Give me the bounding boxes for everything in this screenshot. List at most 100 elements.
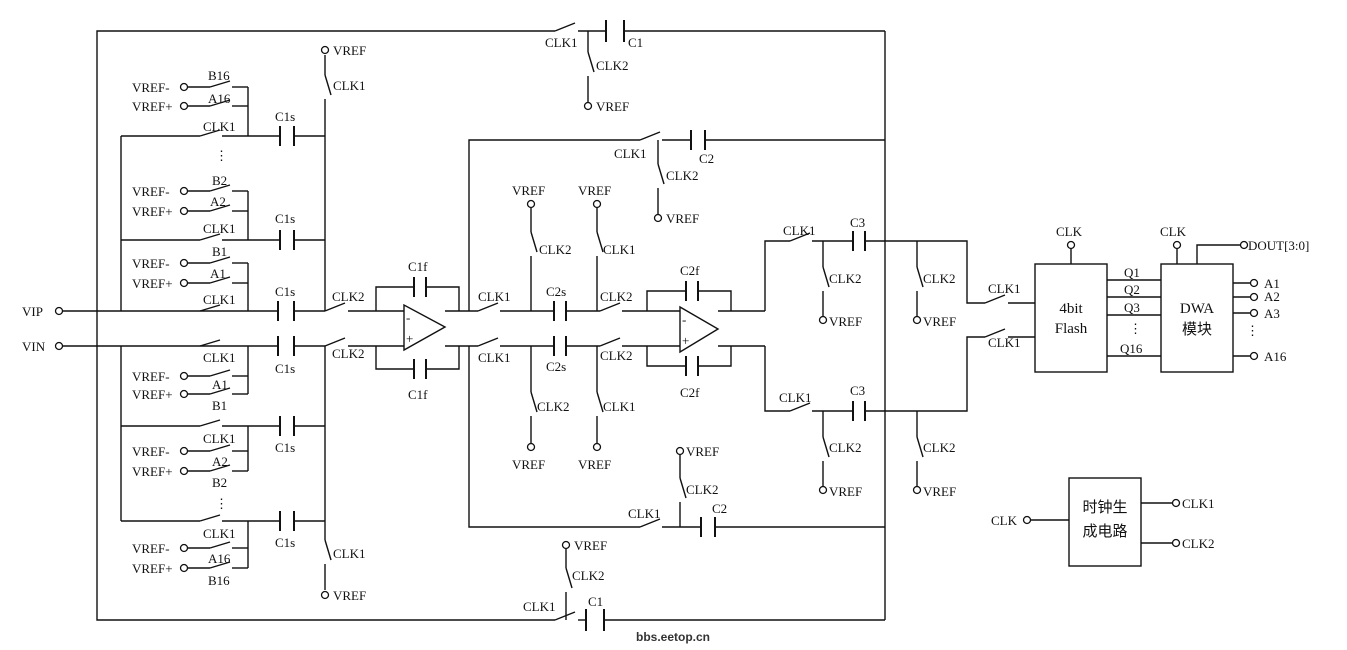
label-vref: VREF (333, 588, 366, 603)
watermark: bbs.eetop.cn (636, 630, 710, 644)
label-b2: B2 (212, 173, 227, 188)
label-a2: A2 (1264, 289, 1280, 304)
label-c1: C1 (588, 594, 603, 609)
label-clk1: CLK1 (203, 221, 236, 236)
label-q16: Q16 (1120, 341, 1143, 356)
label-vref-minus: VREF- (132, 256, 170, 271)
label-clk1: CLK1 (779, 390, 812, 405)
label-clk1: CLK1 (478, 289, 511, 304)
dac-array-top (120, 45, 332, 312)
label-vref: VREF (686, 444, 719, 459)
label-c3: C3 (850, 215, 865, 230)
label-q1: Q1 (1124, 265, 1140, 280)
label-clk1: CLK1 (333, 78, 366, 93)
label-clk1: CLK1 (203, 431, 236, 446)
label-vref-minus: VREF- (132, 444, 170, 459)
dwa-label-line1: DWA (1180, 301, 1214, 317)
label-clk2: CLK2 (596, 58, 629, 73)
label-clk2: CLK2 (923, 440, 956, 455)
label-vref-plus: VREF+ (132, 464, 173, 479)
vin-terminal (54, 341, 64, 351)
label-a16: A16 (208, 551, 231, 566)
vip-terminal (54, 306, 64, 316)
label-clk1: CLK1 (203, 292, 236, 307)
label-vref: VREF (333, 43, 366, 58)
label-c2: C2 (699, 151, 714, 166)
label-vref: VREF (574, 538, 607, 553)
label-c1s: C1s (275, 440, 295, 455)
label-clk1: CLK1 (478, 350, 511, 365)
label-vref: VREF (923, 484, 956, 499)
label-vref-minus: VREF- (132, 184, 170, 199)
label-vref: VREF (829, 484, 862, 499)
clockgen-label-line1: 时钟生 (1082, 499, 1127, 516)
label-vref-minus: VREF- (132, 369, 170, 384)
label-a16: A16 (208, 91, 231, 106)
dots: ⋮ (1129, 321, 1142, 336)
label-clk1: CLK1 (1182, 496, 1215, 511)
opamp-1 (372, 277, 478, 379)
label-clk2: CLK2 (332, 346, 365, 361)
label-c2: C2 (712, 501, 727, 516)
label-clk2: CLK2 (666, 168, 699, 183)
label-b1: B1 (212, 244, 227, 259)
label-vref: VREF (512, 183, 545, 198)
opamp-minus: - (682, 312, 686, 327)
label-clk2: CLK2 (572, 568, 605, 583)
label-vref-plus: VREF+ (132, 387, 173, 402)
label-clk1: CLK1 (614, 146, 647, 161)
opamp-plus: + (406, 331, 413, 346)
label-clk2: CLK2 (923, 271, 956, 286)
vref-terminal (320, 590, 330, 600)
label-clk2: CLK2 (332, 289, 365, 304)
label-vref: VREF (923, 314, 956, 329)
label-clk1: CLK1 (988, 281, 1021, 296)
label-vref: VREF (512, 457, 545, 472)
opamp-minus: - (406, 310, 410, 325)
label-a3: A3 (1264, 306, 1280, 321)
label-clk: CLK (1056, 224, 1083, 239)
flash-adc-block (1034, 240, 1108, 373)
dwa-block (1160, 240, 1259, 373)
label-c2s: C2s (546, 284, 566, 299)
outer-feedback-wires (96, 20, 886, 631)
label-vref-plus: VREF+ (132, 276, 173, 291)
label-clk2: CLK2 (600, 289, 633, 304)
label-vref-plus: VREF+ (132, 561, 173, 576)
dac-array-bottom (120, 339, 332, 600)
vip-label: VIP (22, 304, 43, 319)
label-a1: A1 (1264, 276, 1280, 291)
clock-generator-block (1022, 477, 1181, 567)
input-lines (54, 301, 372, 356)
label-c1s: C1s (275, 535, 295, 550)
label-clk1: CLK1 (203, 350, 236, 365)
label-a2: A2 (212, 454, 228, 469)
label-clk1: CLK1 (545, 35, 578, 50)
label-clk1: CLK1 (523, 599, 556, 614)
label-clk2: CLK2 (686, 482, 719, 497)
label-a1: A1 (212, 377, 228, 392)
label-b16: B16 (208, 573, 230, 588)
label-vref-plus: VREF+ (132, 99, 173, 114)
label-vref: VREF (578, 457, 611, 472)
label-b16: B16 (208, 68, 230, 83)
label-c3: C3 (850, 383, 865, 398)
label-vref-plus: VREF+ (132, 204, 173, 219)
dots: ⋮ (215, 496, 228, 511)
vref-terminal (561, 540, 571, 550)
label-clk2: CLK2 (829, 440, 862, 455)
vin-label: VIN (22, 339, 46, 354)
label-clk1: CLK1 (333, 546, 366, 561)
stage-3 (764, 231, 1035, 495)
label-clk1: CLK1 (603, 399, 636, 414)
label-clk2: CLK2 (600, 348, 633, 363)
label-clk2: CLK2 (539, 242, 572, 257)
label-c1f: C1f (408, 259, 428, 274)
label-clk1: CLK1 (783, 223, 816, 238)
label-clk1: CLK1 (628, 506, 661, 521)
label-clk2: CLK2 (1182, 536, 1215, 551)
label-clk2: CLK2 (829, 271, 862, 286)
label-a2: A2 (210, 194, 226, 209)
label-clk: CLK (1160, 224, 1187, 239)
label-a16: A16 (1264, 349, 1287, 364)
